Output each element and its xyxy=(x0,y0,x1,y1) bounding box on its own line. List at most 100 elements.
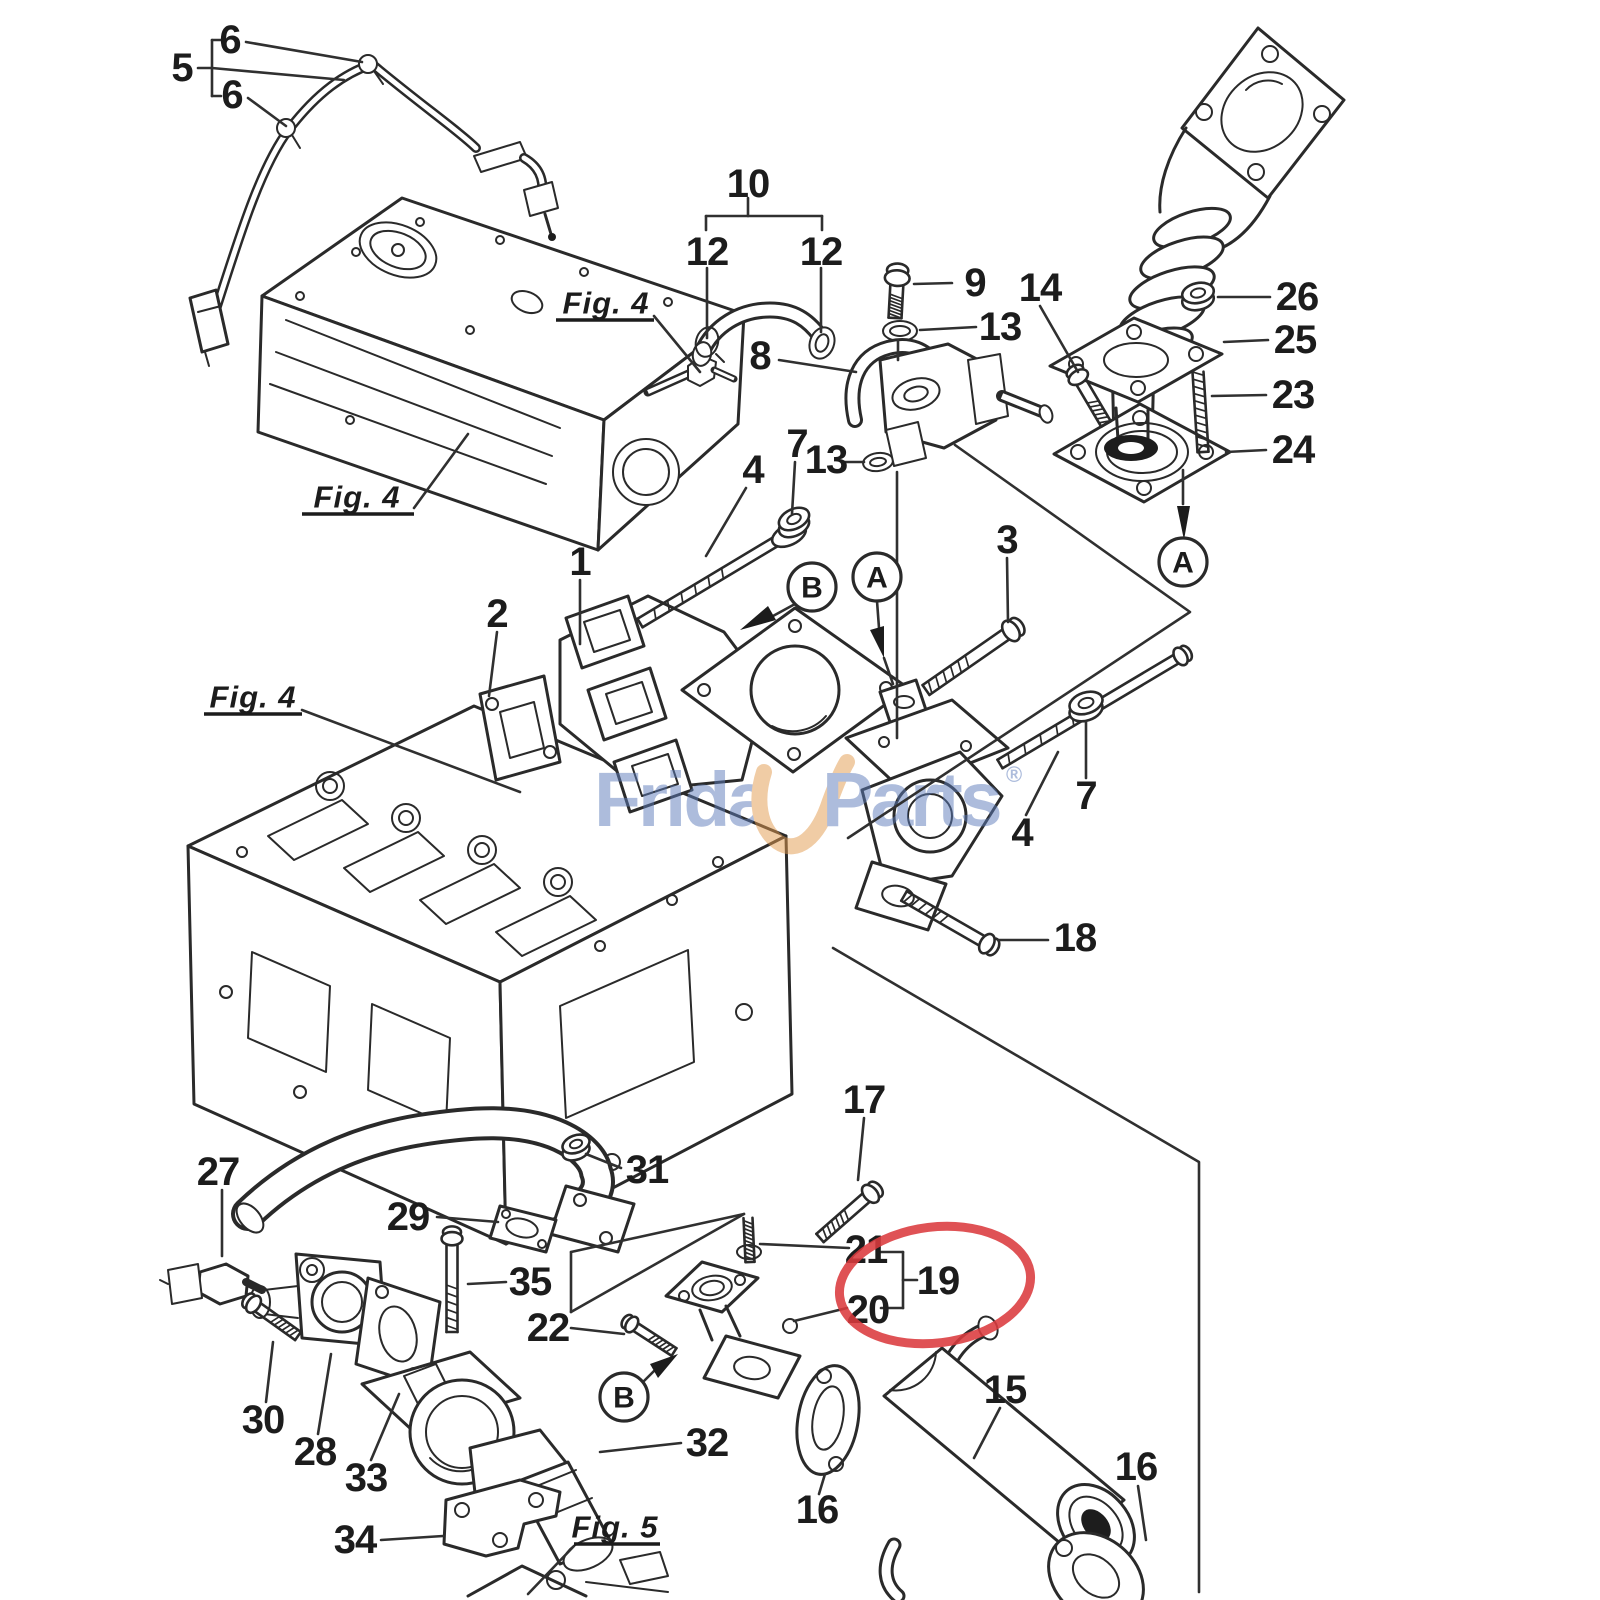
valve-8-drawing xyxy=(844,338,1054,467)
marker-arrow-icon xyxy=(870,626,884,658)
marker-letter: A xyxy=(1172,547,1194,580)
part-label-10: 10 xyxy=(727,162,770,206)
part-label-2: 2 xyxy=(486,592,507,636)
part-label-12: 12 xyxy=(686,230,729,274)
part-label-13: 13 xyxy=(805,438,848,482)
part-label-5: 5 xyxy=(171,46,193,90)
part-label-3: 3 xyxy=(996,518,1017,562)
part-label-7: 7 xyxy=(1075,774,1096,818)
leader-part-24 xyxy=(1224,448,1268,454)
bolt-drawing xyxy=(899,889,1001,957)
leader-part-16 xyxy=(817,1472,827,1496)
bolt-drawing xyxy=(440,1225,464,1334)
leader-part-32 xyxy=(598,1441,683,1454)
figure-ref: Fig. 4 xyxy=(204,680,522,794)
bolts-and-nuts-drawing xyxy=(241,262,1216,1358)
part-label-33: 33 xyxy=(345,1456,388,1500)
highlight-circle-part-19 xyxy=(834,1221,1036,1349)
detail-marker-B: B xyxy=(598,1354,678,1423)
part-label-12: 12 xyxy=(800,230,843,274)
part-label-8: 8 xyxy=(749,334,771,378)
fig5-part-stub-drawing xyxy=(466,1551,669,1598)
figure-ref-text: Fig. 4 xyxy=(210,680,297,715)
cover-fitting-drawing xyxy=(643,355,738,397)
part-label-27: 27 xyxy=(197,1150,240,1194)
leader-part-3 xyxy=(1005,556,1010,624)
marker-letter: B xyxy=(801,572,823,605)
marker-letter: B xyxy=(613,1382,635,1415)
part-label-23: 23 xyxy=(1272,373,1315,417)
leader-part-17 xyxy=(856,1116,866,1182)
part-label-22: 22 xyxy=(527,1306,570,1350)
leader-part-23 xyxy=(1210,393,1268,398)
figure-references: Fig. 4 Fig. 4 Fig. 4 Fig. 5 xyxy=(204,286,702,1596)
watermark-registered-mark: ® xyxy=(1006,762,1022,787)
joint-21-20-drawing xyxy=(664,1244,802,1400)
leader-part-33 xyxy=(369,1392,401,1462)
leader-part-22 xyxy=(569,1326,626,1336)
leader-part-15 xyxy=(972,1406,1002,1460)
breather-tube-drawing xyxy=(188,54,559,367)
marker-arrow-icon xyxy=(1177,506,1190,540)
bolt-drawing xyxy=(1065,363,1113,429)
detail-marker-A: A xyxy=(1157,468,1209,588)
highlight-ellipse xyxy=(834,1221,1036,1349)
brand-swoosh-icon xyxy=(751,754,855,855)
exhaust-pipe-drawing xyxy=(159,1106,636,1390)
bolt-drawing xyxy=(1191,370,1210,454)
figure-ref: Fig. 5 xyxy=(526,1510,660,1596)
part-label-9: 9 xyxy=(964,261,985,305)
bolt-drawing xyxy=(883,262,911,320)
nut-drawing xyxy=(561,1133,591,1162)
watermark-text-suffix: Parts xyxy=(822,757,1000,843)
marker-letter: A xyxy=(866,562,888,595)
leader-part-4 xyxy=(704,486,748,558)
structure-line-17 xyxy=(846,443,1192,840)
leader-part-35 xyxy=(466,1280,508,1286)
part-label-30: 30 xyxy=(242,1398,285,1442)
bolt-drawing xyxy=(636,527,794,629)
nut-drawing xyxy=(777,506,811,539)
leader-part-31 xyxy=(584,1152,623,1170)
structure-line-14 xyxy=(569,1212,746,1254)
watermark-text-prefix: Frida xyxy=(594,757,771,843)
bolt-drawing xyxy=(815,1180,885,1244)
nut-drawing xyxy=(1180,281,1216,312)
detail-markers: A A B B xyxy=(598,468,1209,1423)
detail-marker-A: A xyxy=(851,551,903,686)
marker-arrow-icon xyxy=(650,1354,678,1378)
part-label-15: 15 xyxy=(984,1368,1027,1412)
part-label-25: 25 xyxy=(1274,318,1317,362)
leader-part-6 xyxy=(246,96,288,128)
leader-part-30 xyxy=(264,1340,275,1404)
leader-part-8 xyxy=(777,358,858,374)
part-label-26: 26 xyxy=(1276,275,1319,319)
part-label-7: 7 xyxy=(786,422,807,466)
leader-part-34 xyxy=(379,1534,445,1542)
air-inlet-elbow-drawing xyxy=(1048,26,1346,504)
part-label-34: 34 xyxy=(334,1518,378,1562)
leader-part-25 xyxy=(1222,338,1270,344)
leader-part-6 xyxy=(244,40,364,64)
leader-part-2 xyxy=(487,630,499,698)
leader-part-7 xyxy=(790,460,797,516)
part-label-32: 32 xyxy=(686,1421,729,1465)
leader-lines xyxy=(196,38,1272,1594)
figure-ref: Fig. 4 xyxy=(302,432,470,516)
leader-part-16 xyxy=(1136,1484,1148,1542)
egr-valve-a-drawing xyxy=(844,678,1010,932)
figure-ref-text: Fig. 4 xyxy=(563,286,650,321)
gasket-16-left-drawing xyxy=(795,1364,861,1476)
part-label-14: 14 xyxy=(1019,266,1063,310)
nut-drawing xyxy=(1068,690,1104,723)
leader-part-4 xyxy=(1024,750,1060,817)
structure-line-18 xyxy=(831,946,1201,1594)
leader-part-13 xyxy=(918,325,978,332)
marker-arrow-icon xyxy=(740,606,776,630)
detail-marker-B: B xyxy=(740,561,838,630)
leader-part-21 xyxy=(758,1242,851,1250)
part-label-31: 31 xyxy=(626,1148,669,1192)
